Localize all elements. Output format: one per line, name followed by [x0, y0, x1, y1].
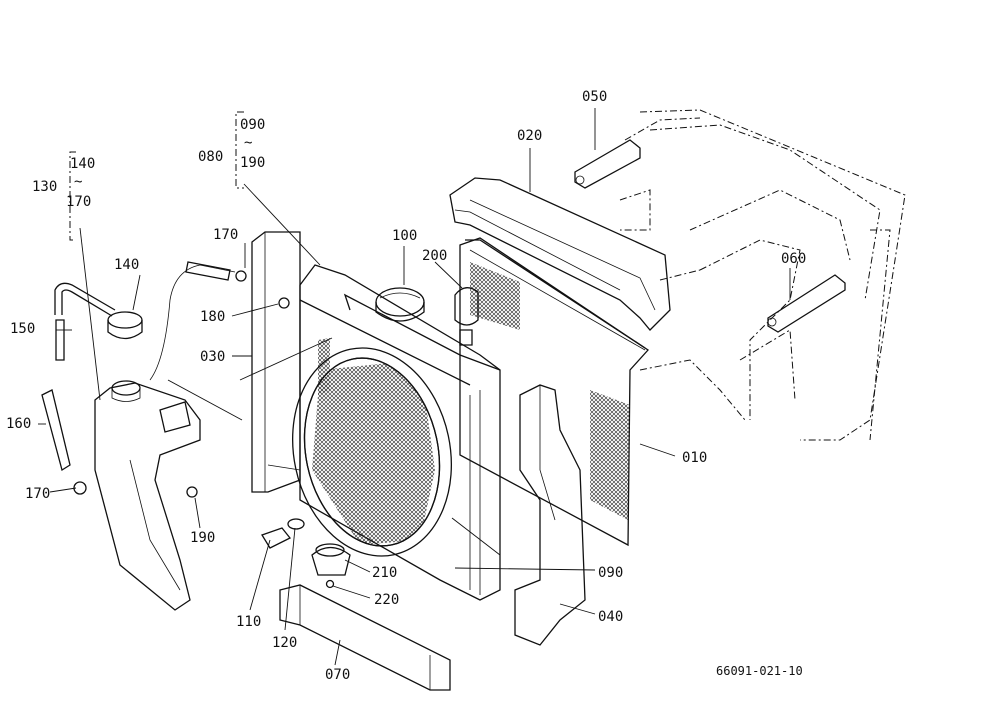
label-210: 210 [372, 565, 398, 581]
label-110: 110 [236, 614, 262, 630]
rubber-strip-060 [767, 274, 846, 333]
label-140: 140 [114, 257, 140, 273]
label-220: 220 [374, 592, 400, 608]
label-100: 100 [392, 228, 418, 244]
label-200: 200 [422, 248, 448, 264]
group-bracket-130 [69, 151, 76, 241]
drawing-code: 66091-021-10 [716, 664, 803, 678]
label-070: 070 [325, 667, 351, 683]
label-090-bottom: 090 [598, 565, 624, 581]
label-050: 050 [582, 89, 608, 105]
label-190-group: 190 [240, 155, 266, 171]
reserve-tank-cap [107, 311, 143, 340]
label-060: 060 [781, 251, 807, 267]
reserve-tank [94, 380, 201, 611]
radiator-screen [459, 237, 649, 547]
rubber-strip-050 [574, 139, 641, 189]
label-170-mid: 170 [213, 227, 239, 243]
plug-220 [325, 579, 335, 589]
label-140-top: 140 [70, 156, 96, 172]
label-080: 080 [198, 149, 224, 165]
seal-strip-040 [514, 384, 586, 646]
group-bracket-080 [235, 111, 244, 189]
label-170-left: 170 [25, 486, 51, 502]
fan-shroud-ring [291, 347, 453, 557]
label-160: 160 [6, 416, 32, 432]
label-130: 130 [32, 179, 58, 195]
radiator-shroud-top [449, 177, 671, 331]
label-170-top: 170 [66, 194, 92, 210]
label-040: 040 [598, 609, 624, 625]
drain-cock-210 [311, 543, 351, 576]
seal-strip-070 [279, 584, 451, 691]
label-tilde-130: ~ [74, 174, 83, 190]
label-090-top: 090 [240, 117, 266, 133]
label-010: 010 [682, 450, 708, 466]
radiator-cap [375, 287, 425, 322]
label-190: 190 [190, 530, 216, 546]
label-150: 150 [10, 321, 36, 337]
label-tilde-080: ~ [244, 135, 253, 151]
label-030: 030 [200, 349, 226, 365]
leader-lines [38, 108, 791, 666]
cap-fitting-200 [454, 287, 479, 346]
label-180: 180 [200, 309, 226, 325]
label-120: 120 [272, 635, 298, 651]
overflow-hose [149, 261, 236, 381]
fasteners [73, 270, 305, 549]
label-020: 020 [517, 128, 543, 144]
hose-150 [54, 282, 116, 361]
hose-160 [41, 389, 71, 472]
engine-frame-outline [619, 109, 906, 441]
